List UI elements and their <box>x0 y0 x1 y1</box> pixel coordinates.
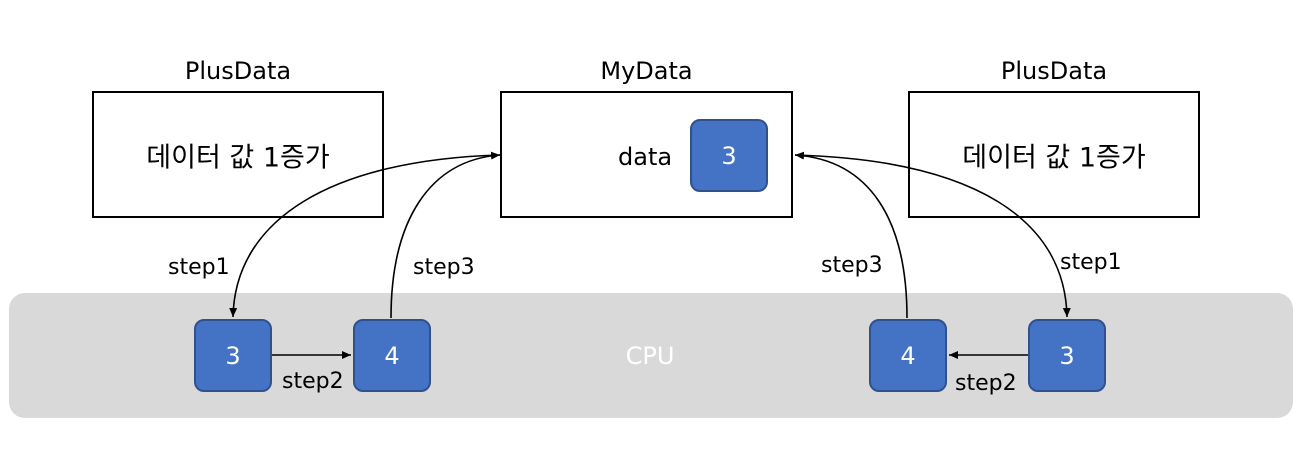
cpu-left-cell-read: 3 <box>194 319 272 392</box>
right-step1-arrow <box>794 154 1071 318</box>
mydata-value-cell: 3 <box>690 119 768 192</box>
cpu-left-cell-result: 4 <box>353 319 431 392</box>
right-step1-label: step1 <box>1060 250 1122 275</box>
right-step3-arrow <box>794 151 908 319</box>
left-step3-arrow <box>390 151 501 319</box>
cpu-right-cell-read: 3 <box>1028 319 1106 392</box>
right-plusdata-caption: PlusData <box>1000 57 1108 85</box>
left-plusdata-box: 데이터 값 1증가 <box>92 91 384 218</box>
cpu-label: CPU <box>625 342 675 370</box>
left-plusdata-text: 데이터 값 1증가 <box>146 142 330 173</box>
left-step3-label: step3 <box>413 255 475 280</box>
cpu-right-cell-result: 4 <box>869 319 947 392</box>
left-step1-arrow <box>229 154 501 318</box>
mydata-caption: MyData <box>600 57 693 85</box>
right-step2-label: step2 <box>955 371 1017 396</box>
right-plusdata-text: 데이터 값 1증가 <box>962 142 1146 173</box>
right-plusdata-box: 데이터 값 1증가 <box>908 91 1200 218</box>
left-step1-label: step1 <box>168 255 230 280</box>
left-step2-label: step2 <box>282 369 344 394</box>
mydata-field-label: data <box>618 143 673 171</box>
left-plusdata-caption: PlusData <box>184 57 292 85</box>
right-step3-label: step3 <box>821 253 883 278</box>
